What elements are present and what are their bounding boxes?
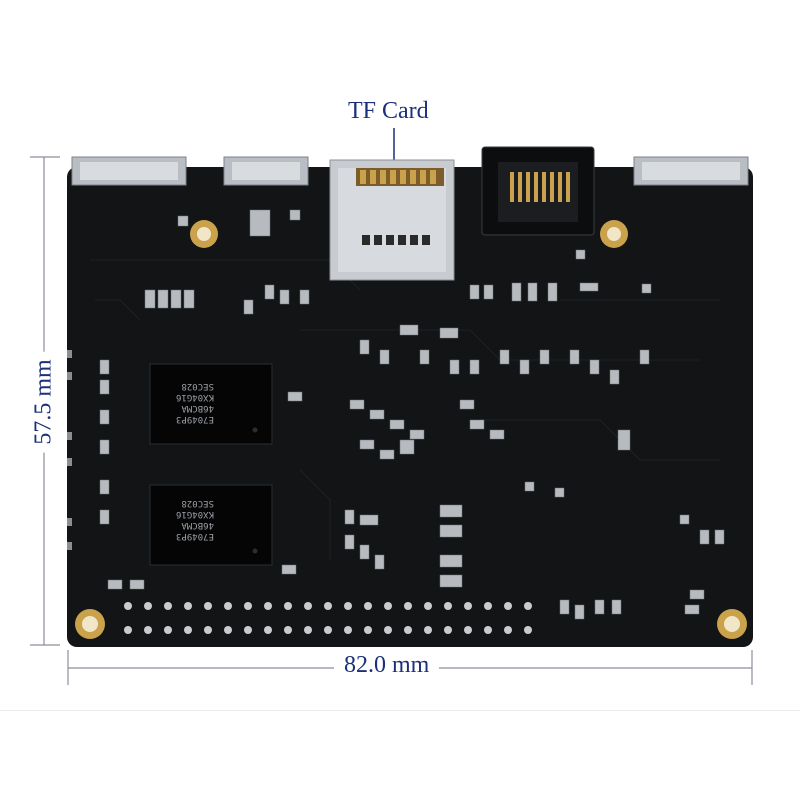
ethernet-jack [481,146,595,236]
top-connectors [71,156,749,186]
mounting-holes [75,220,747,639]
ram-chips [149,363,273,566]
ram-chip-top [149,363,273,445]
smd-components [99,209,725,620]
divider-line [0,710,800,711]
gpio-header [124,602,532,634]
tf-card-label: TF Card [348,98,429,124]
width-dimension-label: 82.0 mm [334,652,440,679]
ram-chip-bottom [149,484,273,566]
side-pins [67,350,72,550]
ram-chip-top-marking: E7049P3 46BCMA KX04G16 SEC028 [176,381,214,424]
height-dimension-label: 57.5 mm [30,351,58,453]
ram-chip-bottom-marking: E7049P3 46BCMA KX04G16 SEC028 [176,498,214,541]
tf-card-slot [329,159,455,281]
